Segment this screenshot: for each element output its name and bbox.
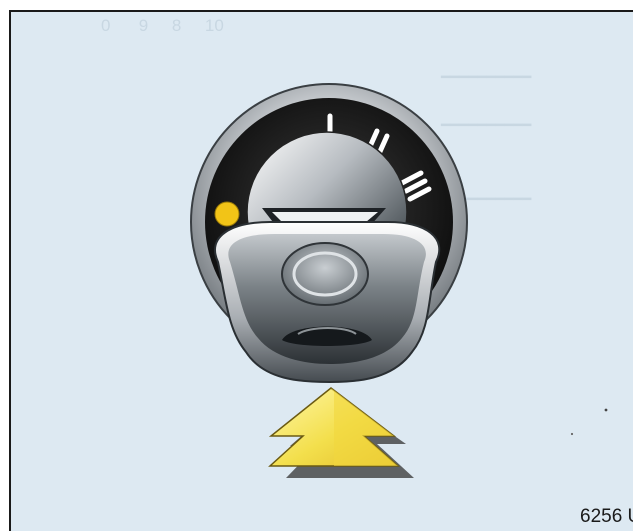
indicator-light bbox=[215, 202, 239, 226]
dust-speck bbox=[571, 433, 573, 435]
push-arrow-icon bbox=[270, 388, 414, 478]
figure-code: 6256 U bbox=[580, 506, 633, 528]
key-slot-highlight bbox=[272, 212, 378, 222]
dust-speck bbox=[605, 409, 608, 412]
